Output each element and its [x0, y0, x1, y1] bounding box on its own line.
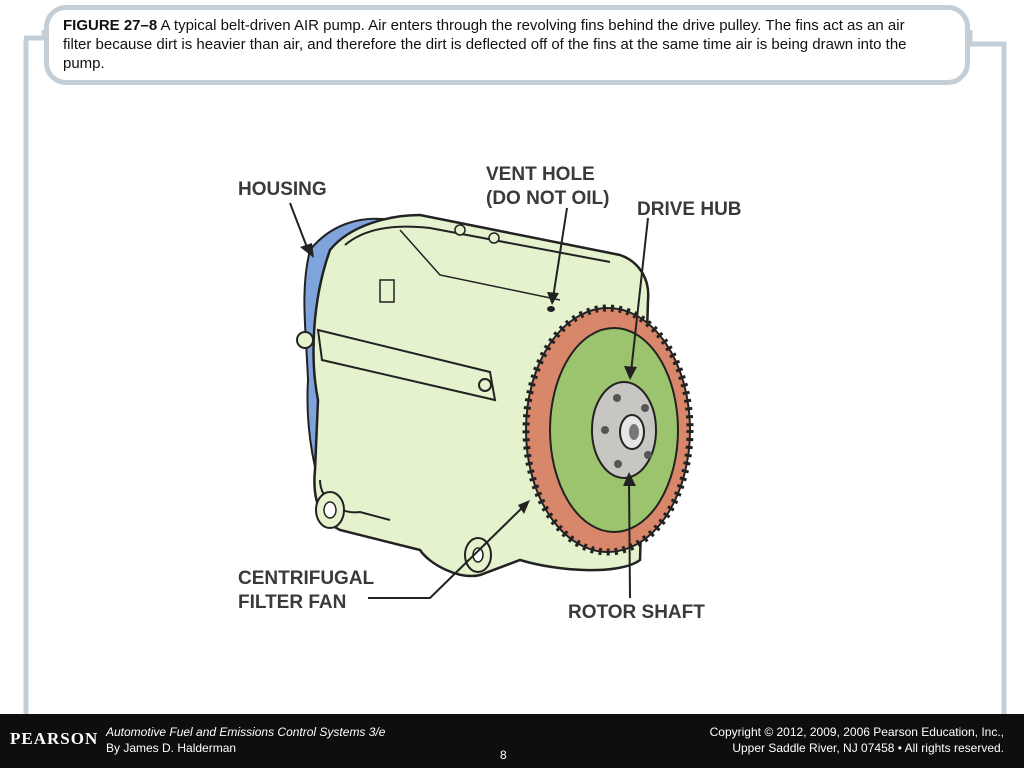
label-filter-fan: FILTER FAN [238, 592, 346, 613]
label-housing: HOUSING [238, 179, 327, 200]
rotor-shaft [591, 381, 657, 479]
figure-caption: FIGURE 27–8 A typical belt-driven AIR pu… [63, 16, 925, 73]
page-number: 8 [500, 748, 507, 762]
vent-hole [547, 306, 555, 312]
label-vent-hole: VENT HOLE [486, 164, 595, 185]
book-title: Automotive Fuel and Emissions Control Sy… [106, 725, 386, 739]
label-vent-hole-note: (DO NOT OIL) [486, 188, 609, 209]
mount-bracket [316, 328, 497, 402]
footer-bar: PEARSON Automotive Fuel and Emissions Co… [0, 714, 1024, 768]
copyright-line-2: Upper Saddle River, NJ 07458 • All right… [732, 741, 1004, 755]
pearson-logo: PEARSON [10, 729, 99, 748]
air-pump-diagram: HOUSING VENT HOLE (DO NOT OIL) DRIVE HUB… [238, 164, 742, 623]
book-author: By James D. Halderman [106, 741, 237, 755]
figure-label: FIGURE 27–8 [63, 17, 158, 34]
caption-body: A typical belt-driven AIR pump. Air ente… [63, 17, 907, 72]
label-centrifugal: CENTRIFUGAL [238, 568, 375, 589]
label-rotor-shaft: ROTOR SHAFT [568, 602, 705, 623]
copyright-line-1: Copyright © 2012, 2009, 2006 Pearson Edu… [709, 725, 1004, 739]
label-drive-hub: DRIVE HUB [637, 199, 742, 220]
caption-box: FIGURE 27–8 A typical belt-driven AIR pu… [44, 5, 970, 85]
